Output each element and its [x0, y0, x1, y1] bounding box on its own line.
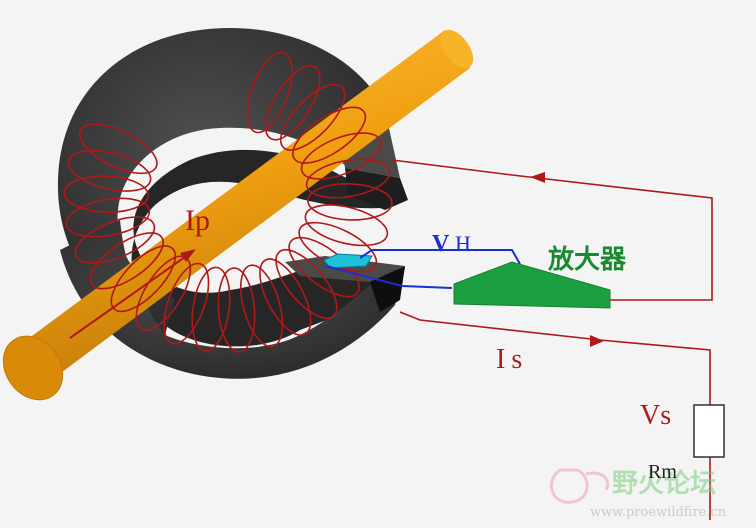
label-vs: Vs [640, 400, 671, 431]
watermark: 野火论坛 www.proewildfire.cn [550, 468, 727, 520]
winding-turn [305, 158, 391, 199]
winding-turn [78, 123, 158, 175]
output-circuit [391, 159, 725, 520]
hall-wire-upper [359, 249, 521, 265]
primary-conductor [2, 29, 474, 401]
winding-turn [288, 236, 360, 298]
feedback-arrow [530, 172, 545, 183]
winding-turn [217, 267, 256, 353]
label-amplifier: 放大器 [547, 244, 627, 275]
winding-turn [65, 197, 151, 238]
winding-turn [246, 51, 293, 134]
ip-arrow [69, 251, 193, 339]
label-ip: Ip [185, 204, 210, 237]
label-vh-v: V [432, 231, 450, 257]
winding-turn [135, 255, 192, 331]
winding-turn [307, 183, 393, 221]
amplifier-triangle [453, 261, 611, 309]
hall-sensor [323, 253, 373, 269]
winding-turn [292, 106, 367, 164]
hall-sensor-assembly [323, 249, 521, 289]
label-vh-h: H [455, 231, 471, 256]
winding-turn [264, 65, 321, 141]
winding-turn [74, 216, 156, 264]
winding-turn [191, 266, 231, 352]
winding-turn [89, 232, 164, 290]
winding-turn [275, 249, 338, 319]
winding-turn [259, 258, 312, 336]
is-wire [399, 311, 711, 405]
watermark-url: www.proewildfire.cn [590, 505, 727, 520]
resistor-rm [693, 404, 725, 458]
winding-turn [239, 264, 284, 348]
conductor-far-end [440, 29, 474, 69]
winding-turn [300, 132, 382, 180]
ip-arrowhead [180, 249, 196, 262]
watermark-logo-icon [550, 468, 609, 504]
core-upper-face [57, 28, 385, 335]
feedback-wire [391, 159, 713, 301]
watermark-text: 野火论坛 [612, 469, 716, 499]
winding-turn [279, 83, 346, 151]
winding-turn [67, 149, 152, 192]
label-is: Is [496, 344, 528, 375]
core-lower-face [60, 220, 405, 379]
label-rm: Rm [648, 461, 677, 483]
secondary-winding [63, 51, 393, 353]
core-lower-end [370, 266, 405, 312]
winding-turn [110, 245, 177, 313]
winding-turn [163, 262, 210, 345]
is-arrow [590, 335, 604, 347]
conductor-body [13, 30, 470, 390]
winding-turn [63, 175, 149, 213]
hall-wire-lower [325, 265, 453, 289]
core-body [131, 149, 401, 347]
conductor-near-end [2, 335, 64, 401]
winding-turn [304, 204, 389, 247]
